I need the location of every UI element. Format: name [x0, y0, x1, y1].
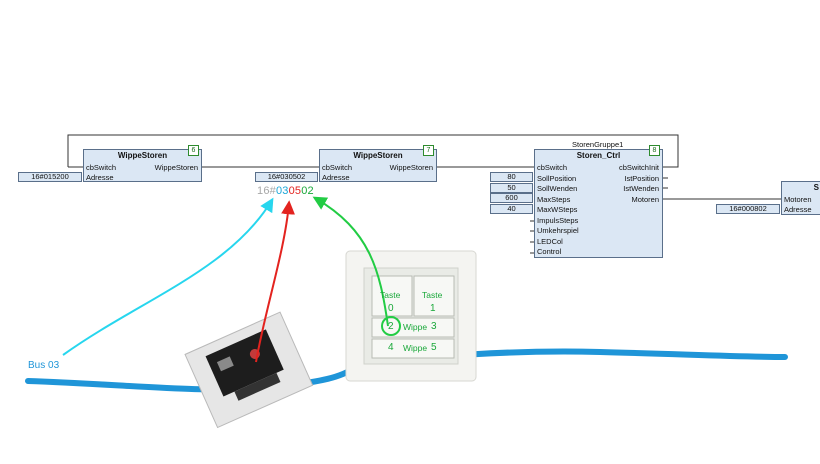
- block-number: 6: [188, 145, 199, 156]
- port-output: WippeStoren: [389, 163, 433, 172]
- key-2[interactable]: 2: [388, 321, 394, 332]
- address-input-1[interactable]: 16#015200: [18, 172, 82, 182]
- port-motoren: Motoren: [784, 195, 812, 204]
- port-input: SollPosition: [537, 173, 577, 183]
- wippe-storen-block-2[interactable]: WippeStoren 7 cbSwitch Adresse WippeStor…: [319, 145, 437, 182]
- key-5[interactable]: 5: [431, 342, 437, 353]
- port-input: Control: [537, 247, 562, 256]
- wippe-label-1: Wippe: [403, 322, 428, 332]
- channel-highlight: [381, 316, 401, 336]
- port-output: WippeStoren: [154, 163, 198, 172]
- port-output: IstWenden: [623, 184, 659, 193]
- max-steps-value[interactable]: 600: [490, 193, 533, 203]
- block-title: S: [813, 183, 819, 192]
- max-w-steps-value[interactable]: 40: [490, 203, 533, 214]
- switch-panel-graphic: [345, 250, 477, 382]
- wippe-storen-block-1[interactable]: WippeStoren 6 cbSwitch Adresse WippeStor…: [83, 145, 202, 182]
- port-output: IstPosition: [624, 173, 659, 183]
- key-3[interactable]: 3: [431, 321, 437, 332]
- port-input: MaxWSteps: [537, 205, 578, 214]
- address-prefix: 16#: [257, 185, 276, 197]
- port-input: LEDCol: [537, 236, 563, 246]
- port-adresse: Adresse: [86, 173, 114, 182]
- port-input: SollWenden: [537, 184, 578, 193]
- block-number: 7: [423, 145, 434, 156]
- bus-arrow: [62, 197, 274, 356]
- block-title: WippeStoren: [353, 151, 403, 160]
- address-channel: 02: [301, 185, 314, 197]
- block-title: Storen_Ctrl: [576, 151, 621, 160]
- key-4[interactable]: 4: [388, 342, 394, 353]
- block-title: WippeStoren: [117, 151, 168, 160]
- port-adresse: Adresse: [322, 173, 350, 182]
- port-adresse: Adresse: [784, 205, 812, 214]
- device-graphic: [184, 311, 314, 429]
- motor-block[interactable]: S Motoren Adresse: [781, 181, 820, 215]
- port-input: Umkehrspiel: [537, 226, 579, 235]
- port-cbswitch: cbSwitch: [322, 163, 353, 172]
- soll-position-value[interactable]: 80: [490, 172, 533, 182]
- channel-arrow: [312, 196, 389, 327]
- address-breakdown: 16#030502: [257, 185, 314, 197]
- address-bus: 03: [275, 185, 289, 197]
- key-1[interactable]: 1: [430, 303, 436, 314]
- motor-address-input[interactable]: 16#000802: [716, 204, 780, 214]
- port-input: cbSwitch: [537, 163, 568, 172]
- wippe-label-2: Wippe: [403, 343, 428, 353]
- port-input: ImpulsSteps: [537, 215, 579, 225]
- storen-ctrl-block[interactable]: Storen_Ctrl 8 cbSwitch SollPosition Soll…: [534, 145, 663, 258]
- instance-name: StorenGruppe1: [572, 140, 624, 149]
- address-input-2[interactable]: 16#030502: [255, 172, 318, 182]
- block-number: 8: [649, 145, 660, 156]
- address-node: 05: [288, 185, 302, 197]
- node-arrow: [255, 200, 296, 363]
- port-output: cbSwitchInit: [618, 163, 659, 172]
- port-output: Motoren: [631, 194, 659, 204]
- switch-panel-labels: Taste Taste 0 1 2 Wippe 3 4 Wippe 5: [372, 276, 454, 358]
- key-0[interactable]: 0: [388, 303, 394, 314]
- bus-label: Bus 03: [28, 360, 60, 371]
- soll-wenden-value[interactable]: 50: [490, 182, 533, 193]
- taste-right-label: Taste: [422, 290, 443, 300]
- taste-left-label: Taste: [380, 290, 401, 300]
- feedback-wire: [67, 134, 679, 168]
- port-cbswitch: cbSwitch: [86, 163, 117, 172]
- port-input: MaxSteps: [537, 194, 571, 204]
